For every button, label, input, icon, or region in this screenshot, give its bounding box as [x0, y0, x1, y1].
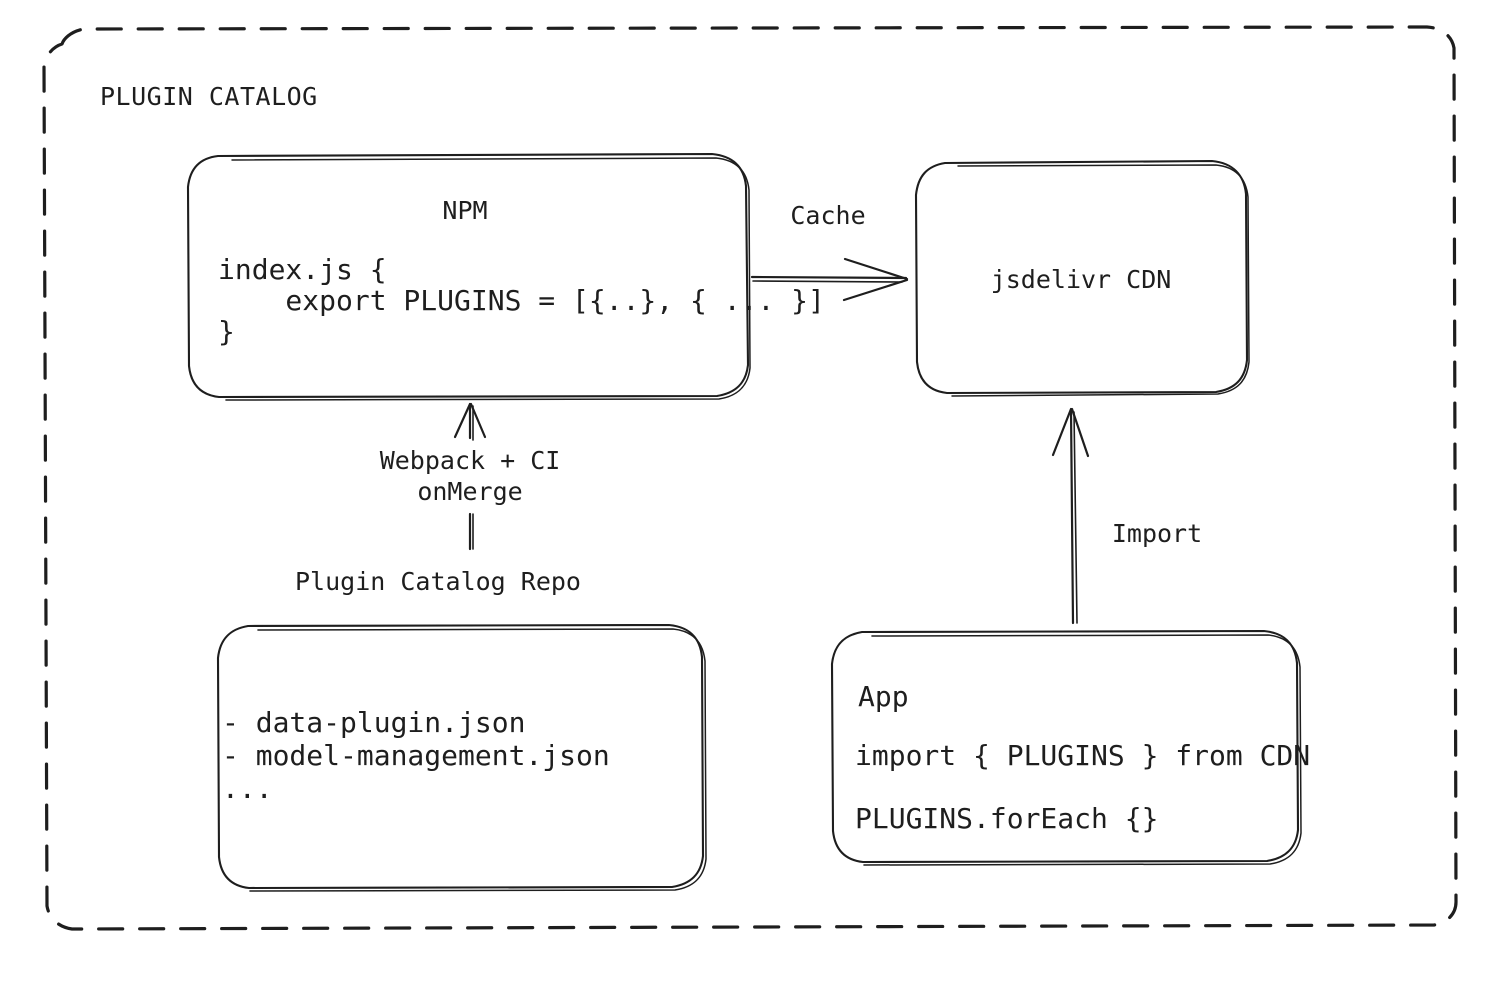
npm-code-line-2: export PLUGINS = [{..}, { ... }]: [218, 284, 825, 317]
app-box-title: App: [858, 680, 909, 713]
plugin-catalog-boundary: [42, 25, 1458, 931]
node-jsdelivr-cdn[interactable]: [914, 159, 1250, 397]
node-app[interactable]: [830, 629, 1302, 866]
repo-file-line-2: - model-management.json: [222, 739, 610, 772]
node-npm[interactable]: [186, 152, 751, 401]
edge-cache-label: Cache: [790, 201, 865, 230]
cdn-box-title: jsdelivr CDN: [991, 265, 1172, 294]
edge-import-arrow: [1051, 407, 1090, 625]
edge-build-arrow: [453, 402, 487, 551]
npm-code-line-1: index.js {: [218, 253, 387, 286]
edge-build-label-line2: onMerge: [417, 477, 522, 506]
repo-label: Plugin Catalog Repo: [295, 567, 581, 596]
repo-file-line-1: - data-plugin.json: [222, 706, 525, 739]
container-title: PLUGIN CATALOG: [100, 82, 318, 111]
edge-build-label-line1: Webpack + CI: [380, 446, 561, 475]
app-code-line-2: PLUGINS.forEach {}: [855, 802, 1158, 835]
app-code-line-1: import { PLUGINS } from CDN: [855, 739, 1310, 772]
npm-box-title: NPM: [442, 196, 487, 225]
edge-cache-arrow: [750, 257, 909, 302]
npm-code-line-3: }: [218, 315, 235, 348]
edge-import-label: Import: [1112, 519, 1202, 548]
repo-file-line-3: ...: [222, 772, 273, 805]
node-plugin-catalog-repo[interactable]: [216, 623, 707, 892]
